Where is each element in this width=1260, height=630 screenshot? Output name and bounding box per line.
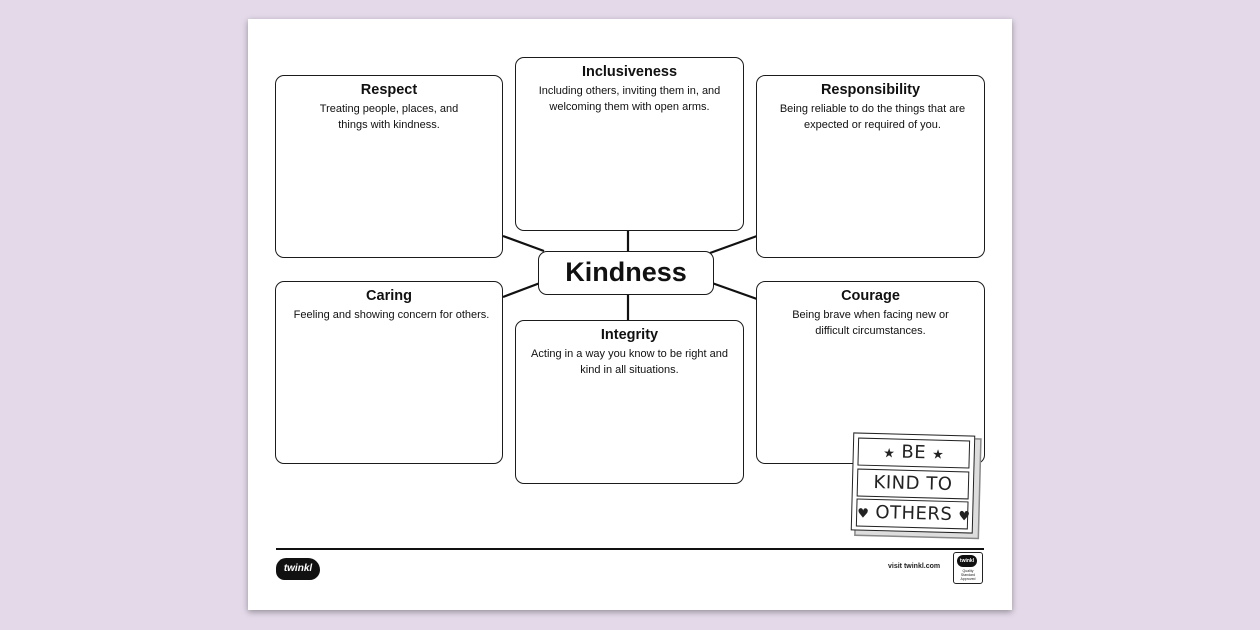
- visit-twinkl-link[interactable]: visit twinkl.com: [888, 563, 941, 570]
- be-kind-lightbox-illustration: ★BE★ KIND TO ♥OTHERS♥: [850, 432, 976, 534]
- box-description: Being brave when facing new or difficult…: [792, 309, 949, 337]
- lightbox-text-1: BE: [901, 441, 927, 464]
- connector-courage: [711, 281, 758, 301]
- worksheet-page: Respect Treating people, places, and thi…: [248, 19, 1012, 610]
- box-caring: Caring Feeling and showing concern for o…: [275, 281, 503, 464]
- lightbox-text-3: OTHERS: [875, 502, 953, 526]
- connector-lines: [502, 231, 758, 320]
- box-description: Feeling and showing concern for others.: [293, 309, 490, 321]
- box-description: Acting in a way you know to be right and…: [531, 348, 728, 376]
- lightbox-text-2: KIND TO: [873, 471, 953, 496]
- box-description: Being reliable to do the things that are…: [779, 103, 966, 131]
- box-integrity: Integrity Acting in a way you know to be…: [515, 320, 744, 484]
- box-responsibility: Responsibility Being reliable to do the …: [756, 75, 985, 258]
- badge-logo: twinkl: [957, 555, 977, 567]
- box-title: Responsibility: [820, 82, 921, 98]
- lightbox-row-2: KIND TO: [856, 468, 970, 500]
- box-title: Inclusiveness: [581, 64, 678, 80]
- lightbox-row-3: ♥ OTHERS ♥: [855, 498, 971, 530]
- center-kindness-label: Kindness: [538, 251, 714, 295]
- footer-divider: [276, 548, 984, 550]
- box-title: Respect: [360, 82, 418, 98]
- connector-respect: [502, 234, 545, 253]
- box-title: Integrity: [600, 327, 659, 343]
- box-description: Treating people, places, and things with…: [319, 103, 459, 131]
- box-title: Courage: [841, 288, 900, 304]
- star-icon: ★: [931, 447, 945, 463]
- box-inclusiveness: Inclusiveness Including others, inviting…: [515, 57, 744, 231]
- quality-standard-badge-icon: twinkl Quality Standard Approved: [953, 552, 983, 584]
- box-title: Caring: [366, 288, 412, 304]
- box-description: Including others, inviting them in, and …: [538, 85, 721, 113]
- badge-text: Quality Standard Approved: [960, 569, 976, 581]
- star-icon: ★: [883, 446, 896, 462]
- connector-responsibility: [709, 234, 758, 255]
- lightbox-row-1: ★BE★: [857, 437, 971, 469]
- twinkl-logo[interactable]: twinkl: [276, 558, 320, 580]
- box-respect: Respect Treating people, places, and thi…: [275, 75, 503, 258]
- heart-icon: ♥: [958, 509, 971, 525]
- connector-caring: [502, 281, 541, 299]
- heart-icon: ♥: [856, 506, 870, 522]
